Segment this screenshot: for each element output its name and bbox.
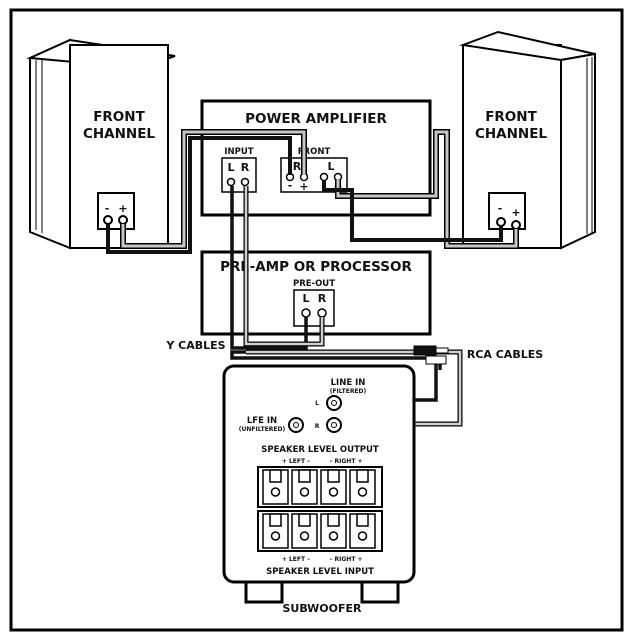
line-in-R-label: R (315, 423, 320, 430)
terminal-screw-icon (270, 531, 281, 541)
pre-out-L-label: L (302, 292, 309, 305)
amp-front-label: FRONT (298, 147, 331, 157)
terminal-clip-icon (327, 513, 340, 527)
amp-input-label: INPUT (224, 147, 253, 157)
amp-front-L-label: L (327, 160, 334, 173)
pre-out-R-label: R (318, 292, 327, 305)
subwoofer-label: SUBWOOFER (283, 602, 363, 615)
terminal-clip-icon (356, 469, 369, 483)
right-speaker-minus-label: - (498, 202, 503, 215)
preamp-title: PRE-AMP OR PROCESSOR (220, 259, 412, 275)
pre-out-R-jack (317, 308, 327, 318)
rca-cables-label: RCA CABLES (467, 348, 543, 361)
y-cables-label: Y CABLES (165, 339, 225, 352)
left-speaker-minus-label: - (105, 202, 110, 215)
input-left-range-label: + LEFT – (282, 556, 310, 563)
speaker-level-terminal-blocks (257, 466, 383, 552)
right-front-speaker: FRONT CHANNEL - + (459, 30, 596, 250)
line-in-filtered-label: (FILTERED) (330, 388, 367, 395)
right-speaker-plus-label: + (511, 206, 520, 219)
preamp-processor: PRE-AMP OR PROCESSOR PRE-OUT L R (200, 250, 432, 336)
amp-input-L-label: L (227, 161, 234, 174)
amp-front-R-minus-label: - (288, 179, 293, 192)
pre-out-panel (293, 289, 335, 327)
terminal-screw-icon (299, 531, 310, 541)
left-speaker-plus-label: + (118, 202, 127, 215)
terminal-clip-icon (298, 513, 311, 527)
speaker-level-output-label: SPEAKER LEVEL OUTPUT (261, 445, 379, 455)
terminal-screw-icon (270, 487, 281, 497)
amp-front-R-label: R (293, 160, 302, 173)
right-speaker-label-line1: FRONT (485, 109, 537, 125)
line-in-label: LINE IN (331, 378, 366, 388)
terminal-screw-icon (357, 487, 368, 497)
amp-input-L-jack (226, 177, 236, 187)
subwoofer: SUBWOOFER LINE IN (FILTERED) L R LFE IN … (222, 364, 416, 615)
amp-input-R-label: R (241, 161, 250, 174)
output-right-range-label: – RIGHT + (329, 458, 362, 465)
line-in-L-label: L (315, 400, 319, 407)
speaker-wires (106, 129, 519, 254)
terminal-clip-icon (269, 469, 282, 483)
pre-out-label: PRE-OUT (293, 279, 335, 289)
right-speaker-minus-terminal (496, 217, 506, 227)
terminal-screw-icon (328, 531, 339, 541)
terminal-clip-icon (269, 513, 282, 527)
left-speaker-label-line1: FRONT (93, 109, 145, 125)
terminal-clip-icon (356, 513, 369, 527)
lfe-in-label: LFE IN (247, 416, 277, 426)
terminal-screw-icon (299, 487, 310, 497)
power-amplifier-title: POWER AMPLIFIER (245, 111, 387, 127)
right-speaker-plus-terminal (511, 220, 521, 230)
terminal-screw-icon (328, 487, 339, 497)
lfe-in-unfiltered-label: (UNFILTERED) (239, 426, 286, 433)
terminal-clip-icon (327, 469, 340, 483)
rca-y-cables (230, 186, 463, 427)
terminal-screw-icon (357, 531, 368, 541)
left-speaker-terminal-plate (97, 192, 135, 230)
right-speaker-label-line2: CHANNEL (475, 126, 547, 142)
amp-input-R-jack (240, 177, 250, 187)
pre-out-L-jack (301, 308, 311, 318)
amp-input-panel (221, 157, 257, 193)
speaker-level-input-label: SPEAKER LEVEL INPUT (266, 567, 374, 577)
left-front-speaker: FRONT CHANNEL - + (26, 38, 176, 250)
amp-front-R-plus-label: + (299, 180, 308, 193)
output-left-range-label: + LEFT – (282, 458, 310, 465)
left-speaker-plus-terminal (118, 215, 128, 225)
left-speaker-label-line2: CHANNEL (83, 126, 155, 142)
left-speaker-minus-terminal (103, 215, 113, 225)
terminal-clip-icon (298, 469, 311, 483)
input-right-range-label: – RIGHT + (329, 556, 362, 563)
